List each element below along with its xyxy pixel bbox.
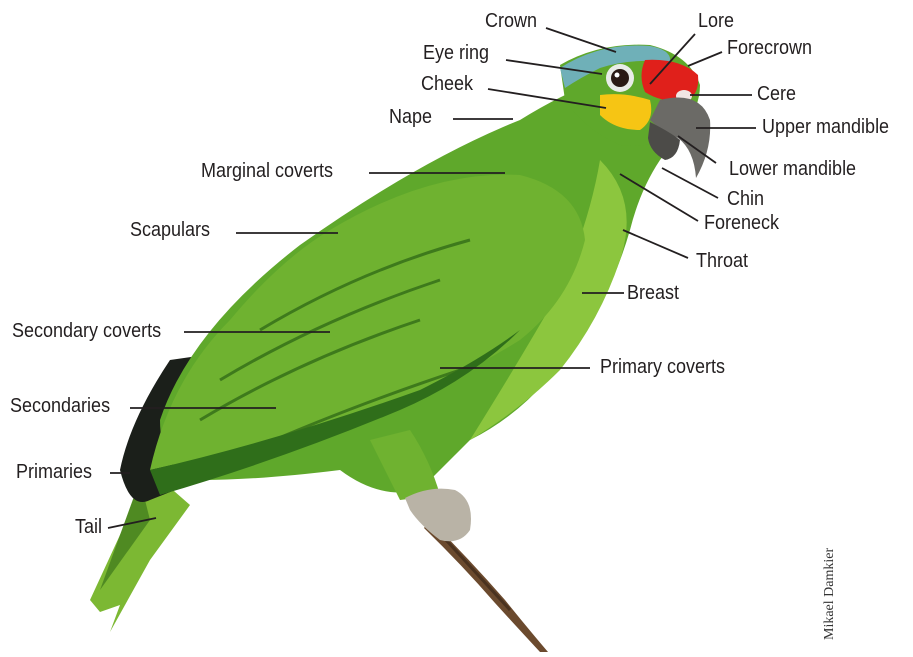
label-cere: Cere	[757, 84, 796, 104]
label-upper-mandible: Upper mandible	[762, 117, 889, 137]
label-chin: Chin	[727, 189, 764, 209]
label-breast: Breast	[627, 283, 679, 303]
label-marginal-coverts: Marginal coverts	[201, 161, 333, 181]
label-primary-coverts: Primary coverts	[600, 357, 725, 377]
leader-forecrown	[688, 52, 722, 66]
leader-crown	[546, 28, 616, 52]
label-lower-mandible: Lower mandible	[729, 159, 856, 179]
label-crown: Crown	[485, 11, 537, 31]
label-scapulars: Scapulars	[130, 220, 210, 240]
label-throat: Throat	[696, 251, 748, 271]
eye	[611, 69, 629, 87]
label-cheek: Cheek	[421, 74, 473, 94]
label-secondary-coverts: Secondary coverts	[12, 321, 161, 341]
label-tail: Tail	[75, 517, 102, 537]
photo-credit: Mikael Damkier	[822, 548, 838, 640]
branch-shadow	[446, 540, 510, 610]
foot	[405, 489, 471, 542]
label-lore: Lore	[698, 11, 734, 31]
eye-highlight	[615, 73, 620, 78]
label-eye-ring: Eye ring	[423, 43, 489, 63]
label-primaries: Primaries	[16, 462, 92, 482]
label-forecrown: Forecrown	[727, 38, 812, 58]
leader-chin	[662, 168, 718, 198]
label-secondaries: Secondaries	[10, 396, 110, 416]
label-nape: Nape	[389, 107, 432, 127]
label-foreneck: Foreneck	[704, 213, 779, 233]
leader-throat	[623, 230, 688, 258]
